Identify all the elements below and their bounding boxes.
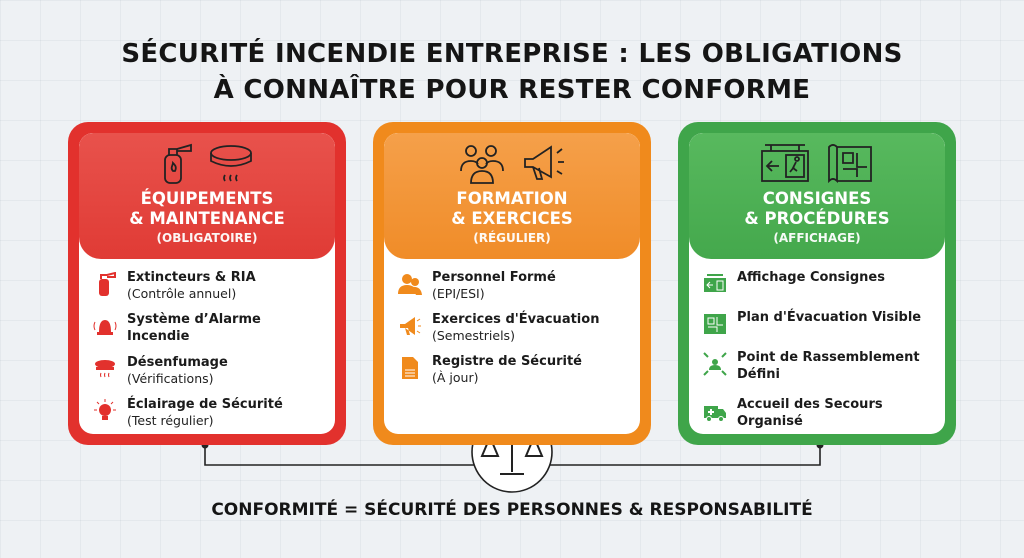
item-title: Registre de Sécurité bbox=[432, 354, 582, 369]
card-formation: FORMATION& EXERCICES (RÉGULIER) Personne… bbox=[373, 122, 651, 445]
floor-plan-icon bbox=[828, 144, 872, 184]
group-icon bbox=[460, 145, 504, 184]
item-detail: (Contrôle annuel) bbox=[127, 286, 237, 301]
card-subtitle: (RÉGULIER) bbox=[473, 231, 551, 245]
card-consignes: CONSIGNES& PROCÉDURES (AFFICHAGE) Affich… bbox=[678, 122, 956, 445]
card-title-2: & MAINTENANCE bbox=[129, 209, 285, 228]
card-subtitle: (AFFICHAGE) bbox=[773, 231, 861, 245]
floor-plan-icon bbox=[704, 314, 726, 334]
card-equipements: ÉQUIPEMENTS& MAINTENANCE (OBLIGATOIRE) E… bbox=[68, 122, 346, 445]
item-title: Point de Rassemblement Défini bbox=[737, 350, 920, 382]
list-item: Éclairage de Sécurité(Test régulier) bbox=[93, 396, 327, 429]
alarm-siren-icon bbox=[93, 320, 117, 335]
item-title: Désenfumage bbox=[127, 355, 228, 370]
card-header: CONSIGNES& PROCÉDURES (AFFICHAGE) bbox=[689, 133, 945, 259]
exit-sign-icon bbox=[761, 144, 809, 182]
item-detail: (Semestriels) bbox=[432, 328, 515, 343]
card-title: FORMATION bbox=[456, 189, 568, 208]
list-item: Registre de Sécurité(À jour) bbox=[398, 353, 632, 386]
footer-statement: CONFORMITÉ = SÉCURITÉ DES PERSONNES & RE… bbox=[211, 500, 813, 520]
title-line-2: À CONNAÎTRE POUR RESTER CONFORME bbox=[213, 75, 811, 105]
fire-extinguisher-icon bbox=[99, 272, 116, 296]
item-title: Plan d'Évacuation Visible bbox=[737, 310, 922, 325]
exit-sign-icon bbox=[704, 274, 726, 292]
item-title: Affichage Consignes bbox=[737, 270, 885, 285]
item-detail: (À jour) bbox=[432, 370, 479, 385]
smoke-detector-icon bbox=[210, 145, 252, 182]
item-detail: (EPI/ESI) bbox=[432, 286, 485, 301]
smoke-detector-icon bbox=[95, 360, 115, 378]
list-item: Désenfumage(Vérifications) bbox=[93, 354, 327, 387]
list-item: Point de Rassemblement Défini bbox=[703, 349, 937, 383]
page-title: SÉCURITÉ INCENDIE ENTREPRISE : LES OBLIG… bbox=[0, 36, 1024, 108]
list-item: Plan d'Évacuation Visible bbox=[703, 309, 937, 336]
ambulance-icon bbox=[704, 406, 726, 422]
light-bulb-icon bbox=[94, 399, 116, 420]
item-detail: (Test régulier) bbox=[127, 413, 214, 428]
card-title: CONSIGNES bbox=[762, 189, 872, 208]
megaphone-icon bbox=[400, 317, 421, 335]
megaphone-icon bbox=[524, 145, 564, 180]
document-icon bbox=[402, 357, 418, 379]
item-title: Extincteurs & RIA bbox=[127, 270, 256, 285]
item-title: Éclairage de Sécurité bbox=[127, 397, 283, 412]
card-title-2: & PROCÉDURES bbox=[744, 209, 890, 228]
list-item: Exercices d'Évacuation(Semestriels) bbox=[398, 311, 632, 344]
item-detail: (Vérifications) bbox=[127, 371, 214, 386]
card-title: ÉQUIPEMENTS bbox=[140, 189, 274, 208]
assembly-point-icon bbox=[703, 352, 727, 376]
list-item: Affichage Consignes bbox=[703, 269, 937, 296]
card-title-2: & EXERCICES bbox=[451, 209, 573, 228]
item-title: Personnel Formé bbox=[432, 270, 556, 285]
item-title: Système d’Alarme Incendie bbox=[127, 312, 261, 344]
list-item: Système d’Alarme Incendie bbox=[93, 311, 327, 345]
card-header: ÉQUIPEMENTS& MAINTENANCE (OBLIGATOIRE) bbox=[79, 133, 335, 259]
list-item: Personnel Formé(EPI/ESI) bbox=[398, 269, 632, 302]
card-subtitle: (OBLIGATOIRE) bbox=[156, 231, 258, 245]
item-title: Exercices d'Évacuation bbox=[432, 312, 600, 327]
list-item: Extincteurs & RIA(Contrôle annuel) bbox=[93, 269, 327, 302]
card-header: FORMATION& EXERCICES (RÉGULIER) bbox=[384, 133, 640, 259]
title-line-1: SÉCURITÉ INCENDIE ENTREPRISE : LES OBLIG… bbox=[121, 39, 903, 69]
list-item: Accueil des Secours Organisé bbox=[703, 396, 937, 430]
people-icon bbox=[398, 274, 422, 295]
fire-extinguisher-icon bbox=[164, 143, 192, 184]
item-title: Accueil des Secours Organisé bbox=[737, 397, 883, 429]
